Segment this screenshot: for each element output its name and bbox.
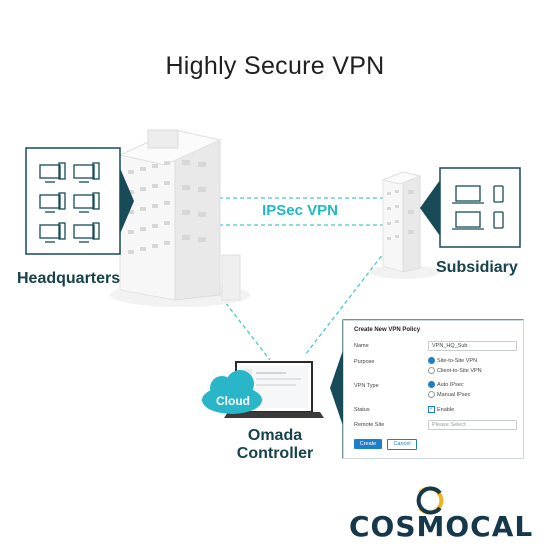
radio-selected-icon bbox=[428, 381, 435, 388]
name-input[interactable]: VPN_HQ_Sub bbox=[428, 341, 517, 351]
cloud-icon bbox=[202, 370, 262, 414]
checkbox-checked-icon: ✓ bbox=[428, 406, 435, 413]
radio-icon bbox=[428, 391, 435, 398]
status-label: Status bbox=[354, 407, 370, 413]
omada-controller-label: Omada Controller bbox=[225, 427, 325, 463]
controller-label-line1: Omada bbox=[247, 427, 303, 444]
vpn-type-option-2[interactable]: Manual IPsec bbox=[428, 391, 470, 398]
hq-device-panel bbox=[25, 147, 134, 255]
form-pointer bbox=[330, 350, 343, 426]
remote-site-label: Remote Site bbox=[354, 422, 385, 428]
page-title: Highly Secure VPN bbox=[165, 52, 385, 80]
form-title: Create New VPN Policy bbox=[354, 327, 421, 333]
purpose-option-1[interactable]: Site-to-Site VPN bbox=[428, 357, 477, 364]
name-label: Name bbox=[354, 343, 369, 349]
subsidiary-controller-link bbox=[304, 244, 391, 356]
cancel-button[interactable]: Cancel bbox=[387, 439, 417, 450]
radio-icon bbox=[428, 367, 435, 374]
cloud-label: Cloud bbox=[216, 394, 250, 408]
cosmocal-logo-text: COSMOCAL bbox=[349, 510, 534, 543]
purpose-option-2[interactable]: Client-to-Site VPN bbox=[428, 367, 482, 374]
subsidiary-building-icon bbox=[370, 171, 440, 279]
cosmocal-logo-mark bbox=[416, 486, 444, 515]
radio-selected-icon bbox=[428, 357, 435, 364]
purpose-label: Purpose bbox=[354, 359, 375, 365]
controller-label-line2: Controller bbox=[236, 445, 314, 462]
laptop-icon bbox=[452, 185, 484, 230]
status-checkbox[interactable]: ✓Enable bbox=[428, 406, 455, 413]
hq-building-icon bbox=[110, 129, 250, 307]
hq-controller-link bbox=[199, 269, 271, 361]
create-button[interactable]: Create bbox=[354, 439, 382, 449]
ipsec-vpn-label: IPSec VPN bbox=[252, 202, 348, 219]
vpn-policy-form: Create New VPN Policy Name VPN_HQ_Sub Pu… bbox=[343, 320, 524, 459]
vpn-type-label: VPN Type bbox=[354, 383, 379, 389]
subsidiary-label: Subsidiary bbox=[436, 259, 518, 276]
subsidiary-device-panel bbox=[420, 167, 521, 248]
desktop-icon bbox=[39, 162, 100, 243]
phone-icon bbox=[493, 185, 504, 229]
remote-site-select[interactable]: Please Select bbox=[428, 420, 517, 430]
hq-label: Headquarters bbox=[17, 270, 121, 287]
vpn-type-option-1[interactable]: Auto IPsec bbox=[428, 381, 464, 388]
